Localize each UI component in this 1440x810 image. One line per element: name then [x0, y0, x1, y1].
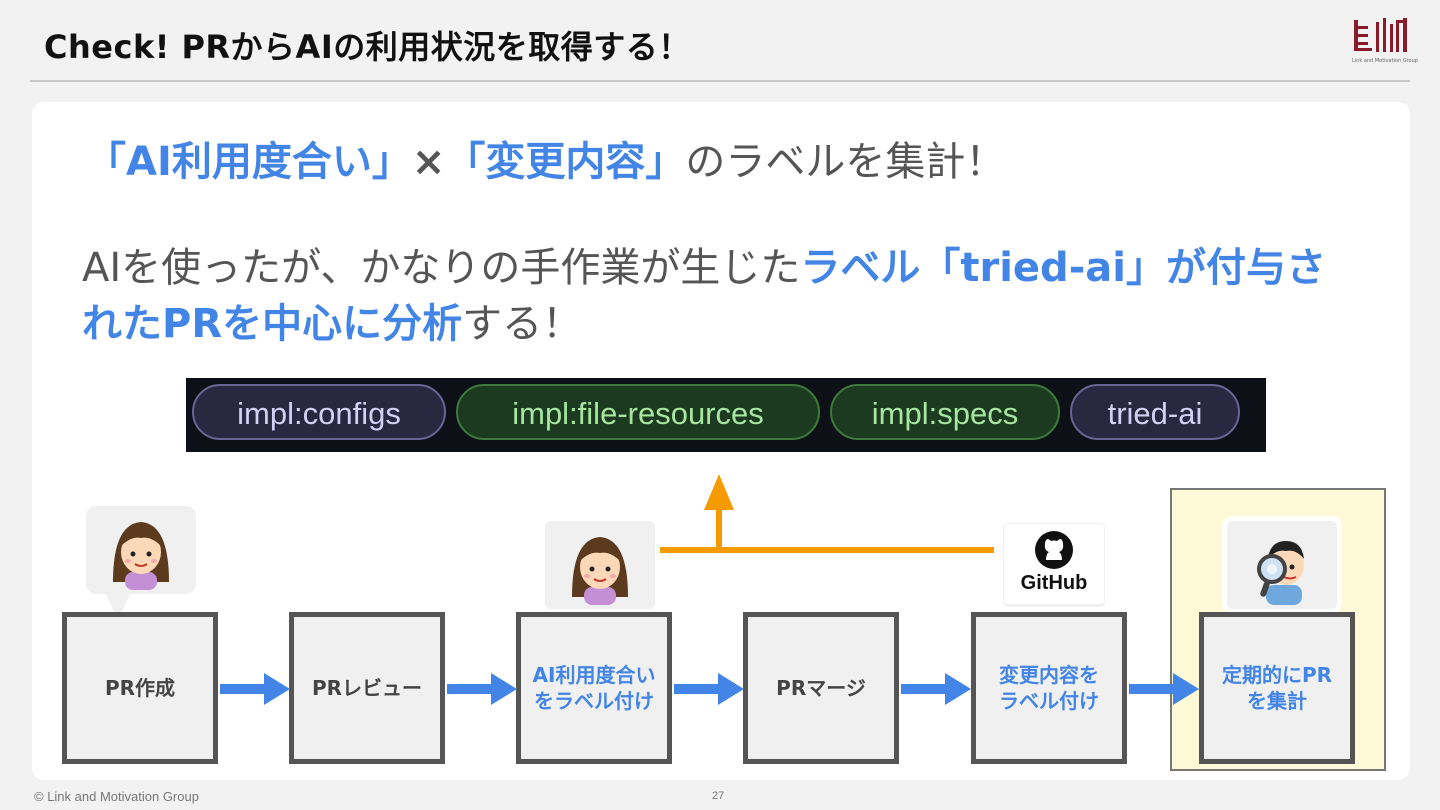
github-octocat-icon: [1035, 531, 1073, 569]
step-pr-merge: PRマージ: [743, 612, 899, 764]
step-ai-usage-label: AI利用度合い をラベル付け: [516, 612, 672, 764]
step-aggregate: 定期的にPR を集計: [1199, 612, 1355, 764]
github-label-bar: impl:configs impl:file-resources impl:sp…: [186, 378, 1266, 452]
github-label: GitHub: [1020, 572, 1088, 594]
flow-arrow-1: [220, 673, 290, 705]
paragraph-plain-2: する！: [462, 301, 583, 347]
woman-avatar-icon: [572, 537, 628, 605]
step-change-label: 変更内容を ラベル付け: [971, 612, 1127, 764]
headline: 「AI利用度合い」×「変更内容」のラベルを集計！: [86, 134, 1005, 190]
headline-part-change: 「変更内容」: [445, 139, 686, 185]
flow-arrow-5: [1129, 673, 1199, 705]
label-impl-specs[interactable]: impl:specs: [830, 384, 1060, 440]
logo-caption: Link and Motivation Group: [1352, 58, 1418, 64]
analysis-paragraph: AIを使ったが、かなりの手作業が生じたラベル「tried-ai」が付与されたPR…: [82, 240, 1342, 352]
paragraph-plain-1: AIを使ったが、かなりの手作業が生じた: [82, 245, 801, 291]
flow-arrow-3: [674, 673, 744, 705]
title-divider: [30, 80, 1410, 82]
headline-part-ai-usage: 「AI利用度合い」: [86, 139, 412, 185]
label-impl-configs[interactable]: impl:configs: [192, 384, 446, 440]
headline-times: ×: [411, 139, 446, 185]
author-bubble: [86, 506, 196, 594]
label-tried-ai[interactable]: tried-ai: [1070, 384, 1240, 440]
connector-horizontal: [660, 547, 994, 553]
label-impl-file-resources[interactable]: impl:file-resources: [456, 384, 820, 440]
man-magnifier-icon: [1257, 541, 1304, 605]
step-pr-review: PRレビュー: [289, 612, 445, 764]
paragraph-emphasis: ラベル「tried-ai」が付与されたPRを中心に分析: [82, 245, 1326, 347]
company-logo-icon: [1354, 18, 1407, 52]
footer-copyright: © Link and Motivation Group: [34, 789, 199, 804]
woman-avatar-icon: [113, 522, 169, 590]
step-pr-create: PR作成: [62, 612, 218, 764]
connector-vertical: [716, 508, 722, 552]
headline-part-aggregate: のラベルを集計！: [685, 139, 1006, 185]
connector-arrow-head: [704, 474, 734, 510]
labeler-bubble: [540, 516, 660, 614]
analyst-bubble: [1222, 516, 1342, 614]
flow-arrow-4: [901, 673, 971, 705]
github-badge: GitHub: [1004, 524, 1104, 604]
slide-title: Check! PRからAIの利用状況を取得する！: [44, 28, 691, 66]
flow-arrow-2: [447, 673, 517, 705]
page-number: 27: [712, 790, 725, 802]
